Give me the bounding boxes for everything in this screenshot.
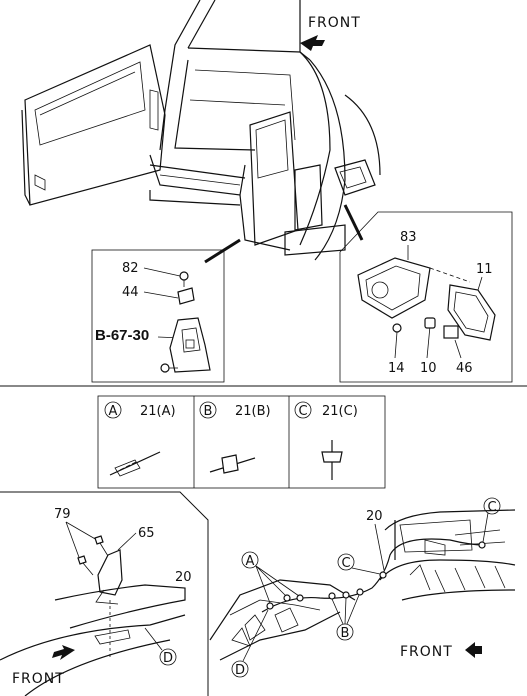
- symbol-b: B: [341, 626, 350, 641]
- clip-c-label: 21(C): [322, 404, 358, 419]
- plate-icon: [177, 287, 195, 305]
- screw-icon: [77, 555, 87, 565]
- fuel-lid-icon: [447, 284, 496, 341]
- circle-d-icon: [231, 660, 249, 678]
- ref-label: B-67-30: [95, 327, 149, 344]
- circle-d-icon: [159, 648, 177, 666]
- filler-housing-icon: [357, 257, 431, 319]
- arrow-icon: [52, 645, 75, 660]
- part-label-82: 82: [122, 261, 139, 276]
- part-label-10: 10: [420, 361, 437, 376]
- latch-bracket-icon: [169, 317, 211, 373]
- clip-b-icon: [221, 454, 239, 474]
- circle-c-icon: [483, 497, 501, 515]
- clip-icon: [392, 323, 402, 333]
- circle-b-icon: [199, 401, 217, 419]
- symbol-c-1: C: [341, 556, 350, 571]
- clip-b-symbol: B: [204, 404, 213, 419]
- section-divider-bottom: [0, 491, 209, 696]
- front-label-bottom-right: FRONT: [400, 644, 453, 660]
- right-inset: 83 11 14 10 46: [339, 211, 513, 383]
- left-inset: 82 44 B-67-30: [91, 249, 225, 383]
- symbol-d: D: [163, 651, 173, 666]
- circle-a-icon: [241, 551, 259, 569]
- bracket-65-icon: [97, 549, 123, 596]
- clip-c-symbol: C: [298, 404, 307, 419]
- part-label-83: 83: [400, 230, 417, 245]
- vehicle-rear-illustration: [21, 0, 381, 264]
- front-label: FRONT: [308, 15, 361, 31]
- clips-table: A 21(A) B 21(B) C 21(C): [97, 395, 386, 489]
- front-label-bottom-left: FRONT: [12, 671, 65, 687]
- circle-a-icon: [104, 401, 122, 419]
- grommet-icon: [424, 317, 436, 329]
- front-indicator-top: FRONT: [300, 15, 361, 51]
- symbol-a: A: [246, 554, 255, 569]
- clip-a-symbol: A: [109, 404, 118, 419]
- bracket-icon: [443, 325, 459, 339]
- arrow-icon: [465, 642, 482, 658]
- part-label-65: 65: [138, 526, 155, 541]
- symbol-c-2: C: [487, 500, 496, 515]
- circle-c-icon: [294, 401, 312, 419]
- bolt-icon: [179, 271, 189, 281]
- part-label-20-right: 20: [366, 509, 383, 524]
- arrow-icon: [300, 35, 325, 51]
- screw-icon: [94, 535, 104, 545]
- part-label-79: 79: [54, 507, 71, 522]
- circle-c-icon: [337, 553, 355, 571]
- clip-a-icon: [114, 459, 141, 477]
- part-label-46: 46: [456, 361, 473, 376]
- part-label-11: 11: [476, 262, 493, 277]
- symbol-d-right: D: [235, 663, 245, 678]
- part-label-44: 44: [122, 285, 139, 300]
- clip-a-label: 21(A): [140, 404, 176, 419]
- part-label-14: 14: [388, 361, 405, 376]
- part-label-20: 20: [175, 570, 192, 585]
- bottom-left-detail: 79 65 20 D FRONT: [0, 507, 192, 696]
- clip-b-label: 21(B): [235, 404, 271, 419]
- clip-c-icon: [321, 451, 343, 463]
- bottom-right-detail: 20 A B C C D FRONT: [209, 497, 516, 678]
